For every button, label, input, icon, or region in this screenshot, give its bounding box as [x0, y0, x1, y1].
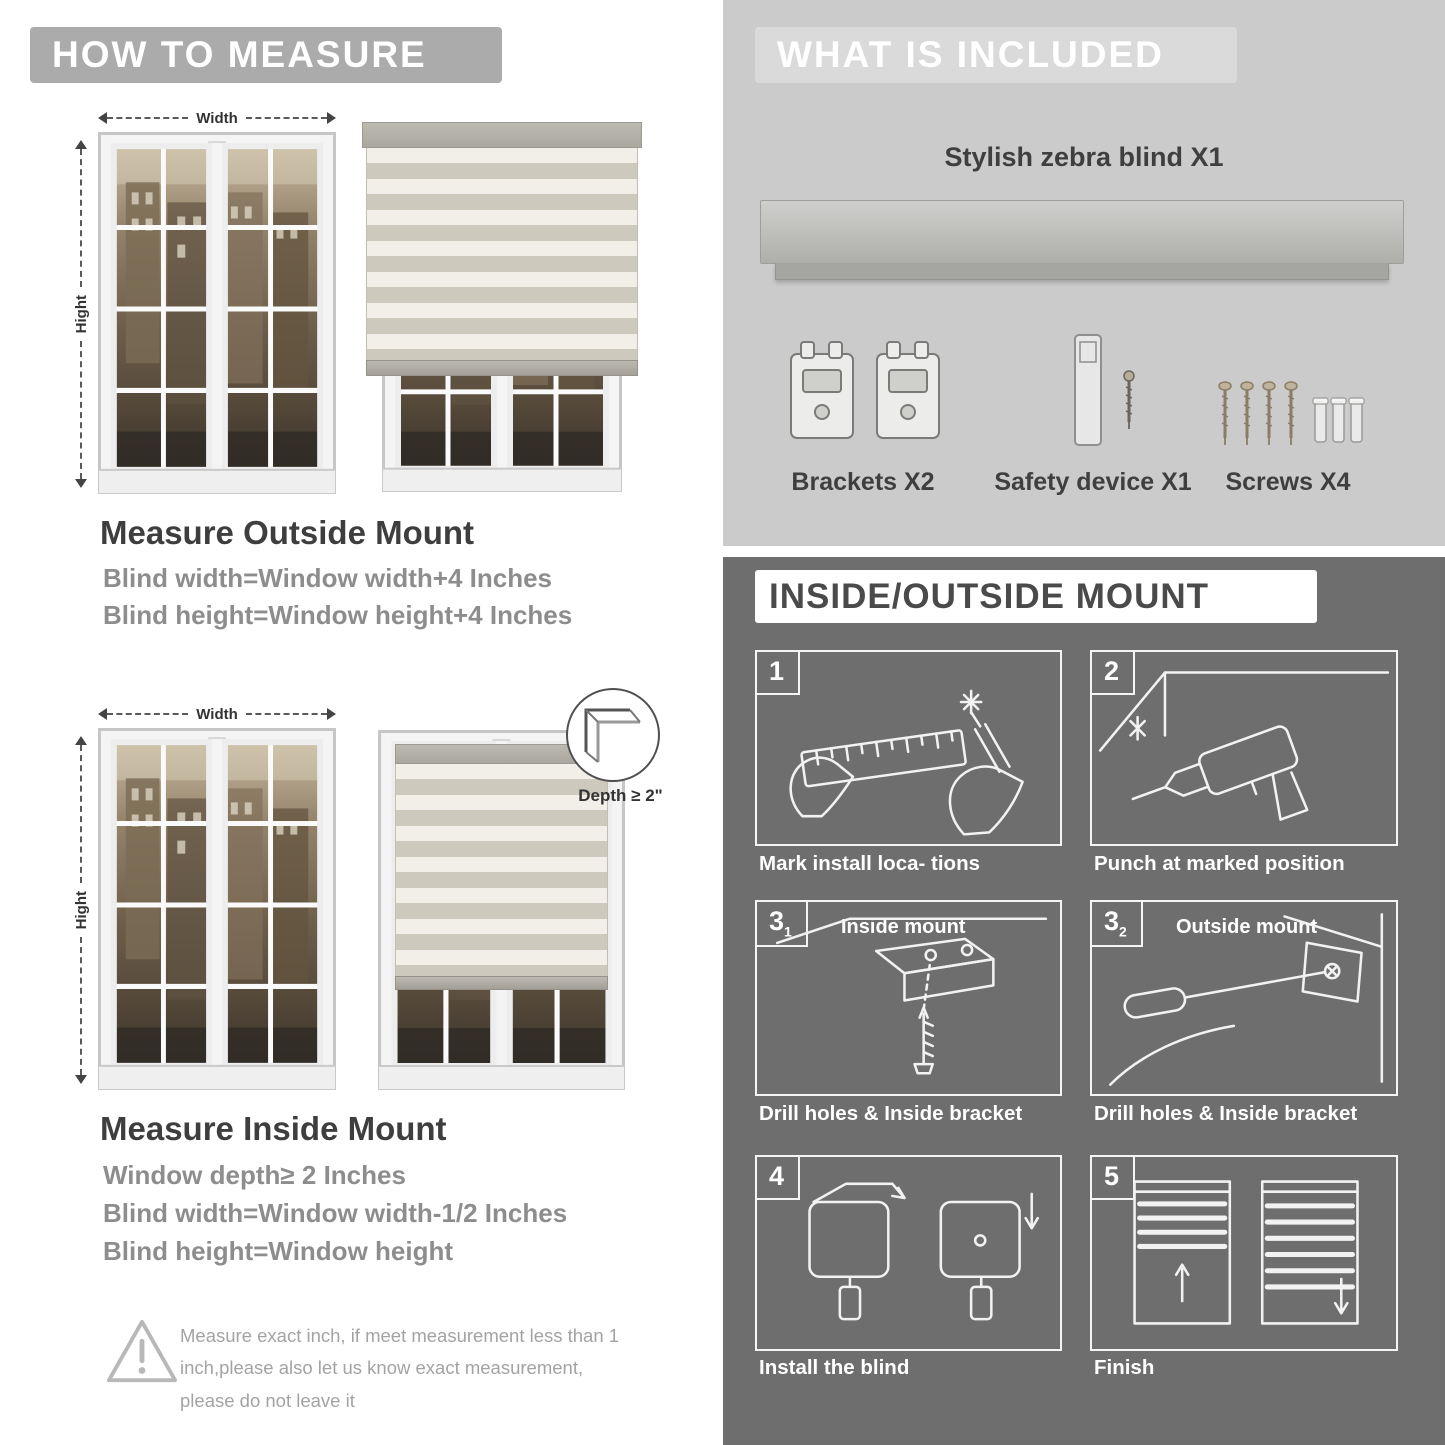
inside-depth-formula: Window depth≥ 2 Inches: [103, 1160, 406, 1190]
height-label: Hight: [72, 890, 90, 930]
mount-section-title: INSIDE/OUTSIDE MOUNT: [769, 576, 1210, 616]
window-illustration-outside: [98, 132, 336, 494]
arrow-down-icon: [75, 1075, 87, 1085]
step-panel-4: 4: [755, 1155, 1062, 1351]
outside-width-formula: Blind width=Window width+4 Inches: [103, 563, 552, 593]
what-is-included-title: WHAT IS INCLUDED: [777, 34, 1164, 75]
inside-bracket-illustration: [775, 917, 1048, 1075]
depth-requirement-label: Depth ≥ 2": [578, 786, 663, 805]
outside-bracket-illustration: [1108, 913, 1384, 1086]
included-blind-label: Stylish zebra blind X1: [944, 142, 1224, 172]
step-number-3-1: 31: [757, 902, 808, 948]
measurement-warning-text: Measure exact inch, if meet measurement …: [180, 1325, 620, 1411]
blind-stripes: [366, 148, 638, 360]
window-illustration-inside: [98, 728, 336, 1090]
step-number-4: 4: [757, 1157, 801, 1200]
blind-headrail-lip: [775, 263, 1389, 280]
inside-mount-label: Inside mount: [841, 916, 966, 938]
arrow-left-icon: [98, 112, 107, 124]
drill-illustration: [1098, 671, 1390, 821]
blind-stripes: [395, 764, 608, 976]
arrow-up-icon: [75, 140, 87, 149]
step-panel-2: 2: [1090, 650, 1398, 846]
step-caption-4: Install the blind: [759, 1356, 910, 1379]
step-number-1: 1: [757, 652, 801, 695]
screws-label: Screws X4: [1225, 468, 1351, 496]
outside-mount-title: Measure Outside Mount: [100, 514, 475, 551]
arrow-right-icon: [327, 112, 337, 124]
arrow-down-icon: [75, 479, 87, 489]
mount-steps-section: INSIDE/OUTSIDE MOUNT 1: [723, 557, 1445, 1445]
blind-headrail-image: [760, 200, 1404, 264]
width-arrow-outside: Width: [98, 109, 337, 127]
brackets-label: Brackets X2: [791, 468, 935, 496]
outside-height-formula: Blind height=Window height+4 Inches: [103, 600, 573, 630]
blind-bottom-rail: [366, 360, 638, 376]
brackets-icon: [790, 341, 940, 439]
step-panel-3-2: 32 Outside mount: [1090, 900, 1398, 1096]
depth-detail-circle: [566, 688, 660, 782]
step-caption-2: Punch at marked position: [1094, 852, 1345, 875]
zebra-blind-figure-outside: [362, 122, 642, 494]
arrow-up-icon: [75, 736, 87, 745]
step-panel-5: 5: [1090, 1155, 1398, 1351]
mark-locations-illustration: [789, 689, 1024, 836]
step-number-3-2: 32: [1092, 902, 1143, 948]
blind-bottom-rail: [395, 976, 608, 990]
blind-cassette: [362, 122, 642, 148]
inside-width-formula: Blind width=Window width-1/2 Inches: [103, 1198, 568, 1228]
screws-icon: [1218, 380, 1365, 447]
step-number-2: 2: [1092, 652, 1136, 695]
finish-illustration: [1133, 1180, 1359, 1325]
step-panel-3-1: 31 Inside mount: [755, 900, 1062, 1096]
width-label: Width: [196, 109, 238, 127]
safety-device-label: Safety device X1: [994, 468, 1192, 496]
safety-device-icon: [1074, 334, 1135, 446]
what-is-included-banner: WHAT IS INCLUDED: [755, 27, 1237, 83]
height-arrow-outside: Hight: [72, 140, 90, 489]
install-blind-illustration: [808, 1182, 1040, 1321]
arrow-right-icon: [327, 708, 337, 720]
what-is-included-section: WHAT IS INCLUDED Stylish zebra blind X1: [723, 0, 1445, 546]
inside-mount-title: Measure Inside Mount: [100, 1110, 447, 1147]
height-label: Hight: [72, 294, 90, 334]
step-caption-3-1: Drill holes & Inside bracket: [759, 1102, 1023, 1125]
arrow-left-icon: [98, 708, 107, 720]
step-caption-5: Finish: [1094, 1356, 1155, 1379]
mount-section-banner: INSIDE/OUTSIDE MOUNT: [755, 570, 1317, 623]
inside-height-formula: Blind height=Window height: [103, 1236, 453, 1266]
step-caption-3-2: Drill holes & Inside bracket: [1094, 1102, 1358, 1125]
how-to-measure-banner: HOW TO MEASURE: [30, 27, 502, 83]
window-corner-depth-icon: [584, 708, 641, 763]
outside-mount-label: Outside mount: [1176, 916, 1318, 938]
step-caption-1: Mark install loca- tions: [759, 852, 980, 875]
width-arrow-inside: Width: [98, 705, 337, 723]
step-panel-1: 1: [755, 650, 1062, 846]
step-number-5: 5: [1092, 1157, 1136, 1200]
how-to-measure-title: HOW TO MEASURE: [52, 34, 427, 75]
height-arrow-inside: Hight: [72, 736, 90, 1085]
warning-triangle-icon: [106, 1319, 178, 1383]
zebra-blind-figure-inside: [378, 730, 625, 1090]
width-label: Width: [196, 705, 238, 723]
